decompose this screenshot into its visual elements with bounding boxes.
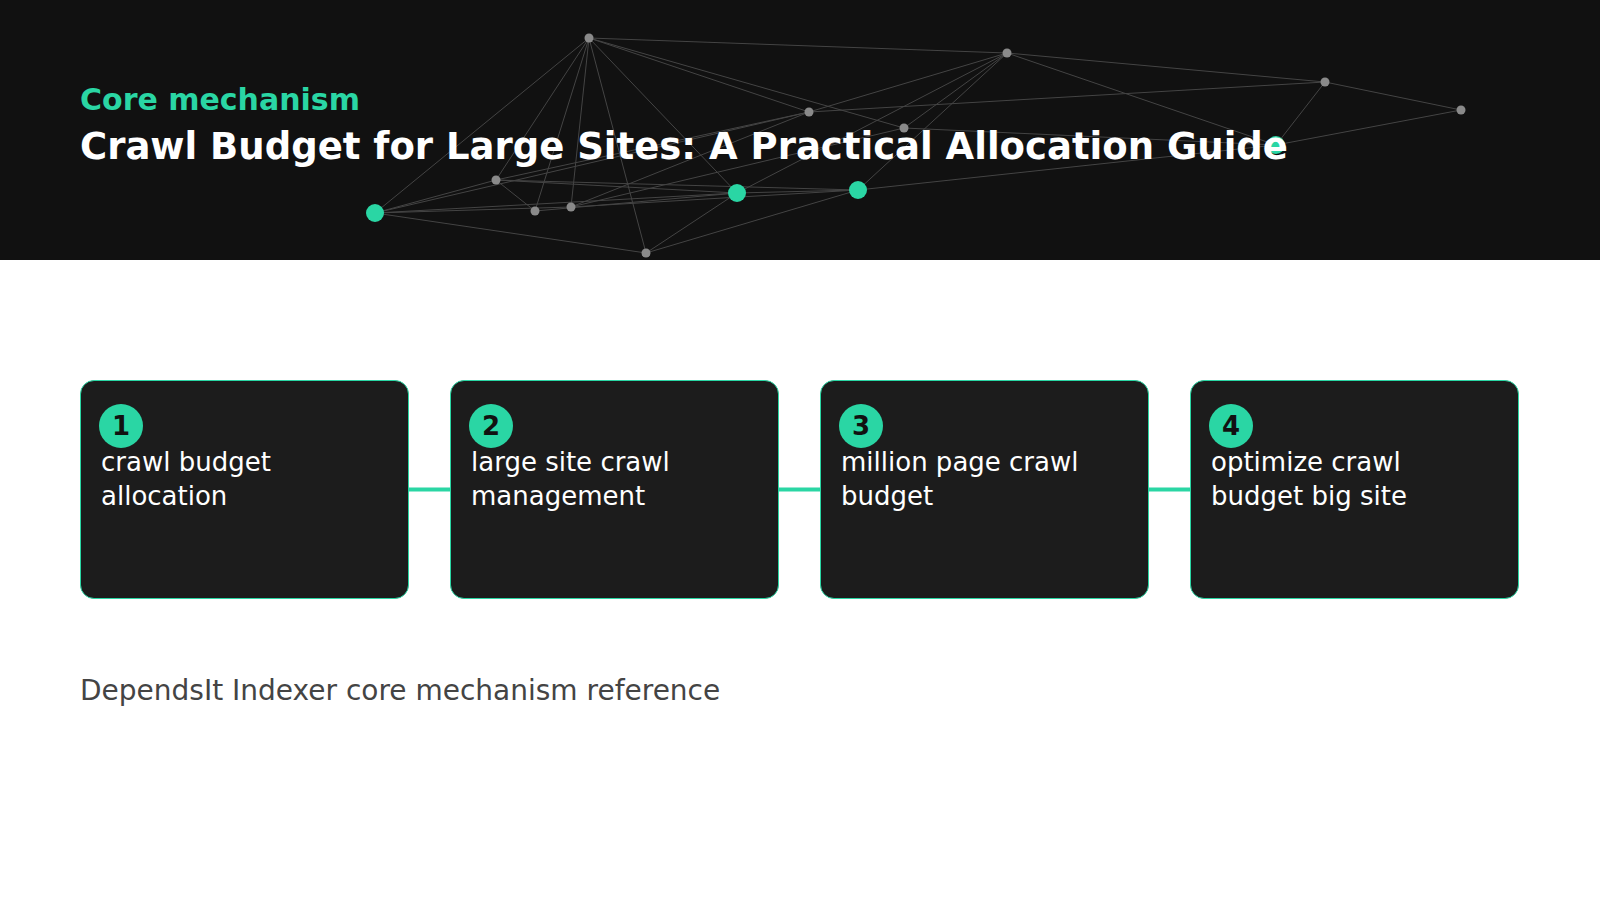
step-number: 4 bbox=[1209, 404, 1253, 448]
step-text: million page crawl budget bbox=[841, 445, 1131, 513]
step-number: 2 bbox=[469, 404, 513, 448]
connector-line bbox=[1149, 488, 1190, 492]
step-number: 3 bbox=[839, 404, 883, 448]
step-text: large site crawl management bbox=[471, 445, 761, 513]
step-box: 1crawl budget allocation bbox=[80, 380, 409, 599]
page-title: Crawl Budget for Large Sites: A Practica… bbox=[80, 125, 1290, 169]
step-text: optimize crawl budget big site bbox=[1211, 445, 1501, 513]
step-text: crawl budget allocation bbox=[101, 445, 391, 513]
step-box: 3million page crawl budget bbox=[820, 380, 1149, 599]
header-band: Core mechanismCrawl Budget for Large Sit… bbox=[0, 0, 1600, 260]
step-box: 4optimize crawl budget big site bbox=[1190, 380, 1519, 599]
eyebrow-label: Core mechanism bbox=[80, 80, 360, 120]
step-box: 2large site crawl management bbox=[450, 380, 779, 599]
step-number: 1 bbox=[99, 404, 143, 448]
connector-line bbox=[779, 488, 820, 492]
caption-text: DependsIt Indexer core mechanism referen… bbox=[80, 674, 720, 708]
connector-line bbox=[409, 488, 450, 492]
